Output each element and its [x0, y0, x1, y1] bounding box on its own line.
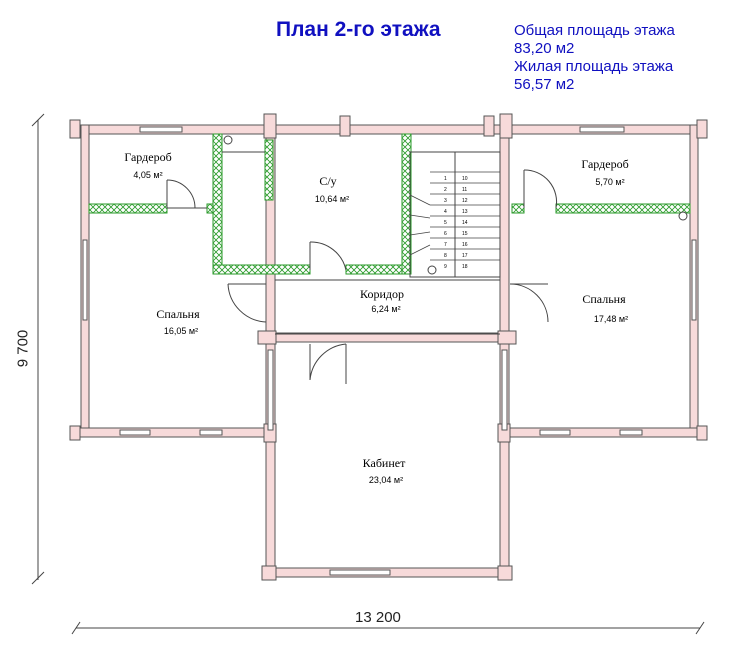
stair-winder — [409, 231, 431, 236]
stair-number: 4 — [444, 209, 447, 215]
room-area-wardrobe-right: 5,70 м² — [595, 177, 625, 187]
living-area-value: 56,57 м2 — [514, 76, 575, 93]
windows — [82, 126, 697, 576]
room-area-bedroom-right: 17,48 м² — [593, 314, 629, 324]
stair-number: 18 — [462, 264, 468, 270]
doors — [166, 169, 558, 384]
stair-number: 12 — [462, 198, 468, 204]
stair-number: 2 — [444, 187, 447, 193]
width-dimension: 13 200 — [355, 609, 401, 626]
living-area-label: Жилая площадь этажа — [514, 58, 674, 75]
exterior-walls — [75, 124, 702, 579]
interior-lines — [222, 151, 501, 335]
fixtures — [223, 135, 688, 275]
room-name-bathroom: С/у — [319, 174, 337, 188]
stair-number: 14 — [462, 220, 468, 226]
stair-number: 16 — [462, 242, 468, 248]
stair-number: 8 — [444, 253, 447, 259]
stair-winder — [409, 214, 431, 219]
room-name-bedroom-right: Спальня — [582, 292, 626, 306]
stair-number: 13 — [462, 209, 468, 215]
room-name-wardrobe-left: Гардероб — [124, 150, 172, 164]
stair-number: 7 — [444, 242, 447, 248]
stair-number: 9 — [444, 264, 447, 270]
stair-number: 17 — [462, 253, 468, 259]
stair-number: 11 — [462, 187, 467, 193]
room-area-bedroom-left: 16,05 м² — [163, 326, 199, 336]
stair-winder — [409, 194, 431, 206]
stair-number: 5 — [444, 220, 447, 226]
stair-winder — [409, 244, 431, 256]
stair-number: 6 — [444, 231, 447, 237]
stair-number: 10 — [462, 176, 468, 182]
room-name-bedroom-left: Спальня — [156, 307, 200, 321]
room-area-study: 23,04 м² — [368, 475, 404, 485]
room-area-wardrobe-left: 4,05 м² — [133, 170, 163, 180]
log-ends — [69, 113, 708, 581]
room-area-corridor: 6,24 м² — [371, 304, 401, 314]
room-name-wardrobe-right: Гардероб — [581, 157, 629, 171]
partitions — [88, 133, 691, 275]
room-area-bathroom: 10,64 м² — [314, 194, 350, 204]
room-name-study: Кабинет — [362, 456, 406, 470]
dimension-lines — [31, 113, 705, 635]
page-title: План 2-го этажа — [276, 18, 441, 41]
stair-number: 3 — [444, 198, 447, 204]
total-area-value: 83,20 м2 — [514, 40, 575, 57]
stair-number: 1 — [444, 176, 447, 182]
stair-number: 15 — [462, 231, 468, 237]
area-stats: Общая площадь этажа 83,20 м2 Жилая площа… — [514, 22, 675, 94]
room-name-corridor: Коридор — [360, 287, 404, 301]
height-dimension: 9 700 — [14, 329, 32, 368]
total-area-label: Общая площадь этажа — [514, 22, 675, 39]
